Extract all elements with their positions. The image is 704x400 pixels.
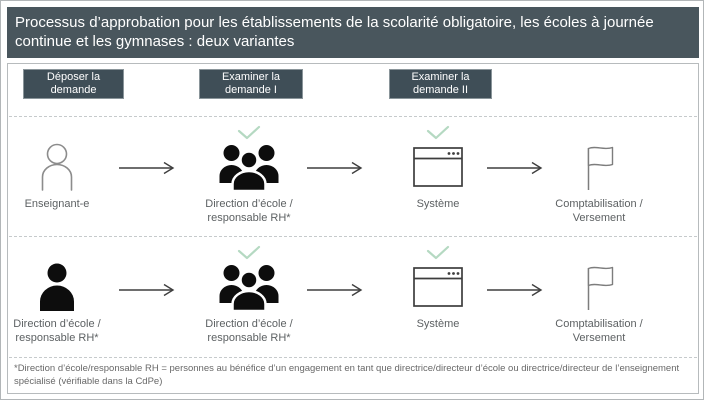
- step-systeme: Système: [373, 125, 503, 211]
- stage-label: Examiner la demande I: [221, 71, 281, 96]
- stage-box-examiner-2: Examiner la demande II: [389, 69, 492, 99]
- step-label: Enseignant-e: [24, 198, 90, 210]
- approved-check-icon: [426, 245, 450, 260]
- footnote: *Direction d’école/responsable RH = pers…: [14, 363, 680, 387]
- system-window-icon: [413, 267, 463, 307]
- step-label: Direction d’école / responsable RH*: [205, 318, 293, 344]
- dashed-separator: [9, 357, 697, 358]
- person-solid-icon: [40, 263, 74, 311]
- step-label: Comptabilisation / Versement: [555, 318, 643, 344]
- flow-arrow: [119, 283, 181, 297]
- person-outline-icon: [41, 143, 73, 191]
- diagram-area: [7, 63, 699, 394]
- title-bar: Processus d’approbation pour les établis…: [7, 7, 699, 58]
- system-window-icon: [413, 147, 463, 187]
- step-direction-ecole-examen: Direction d’école / responsable RH*: [184, 125, 314, 225]
- stage-box-deposer: Déposer la demande: [23, 69, 124, 99]
- step-enseignant: Enseignant-e: [1, 125, 122, 211]
- step-label: Comptabilisation / Versement: [555, 198, 643, 224]
- people-group-icon: [219, 145, 279, 191]
- flow-arrow: [307, 283, 369, 297]
- step-label: Direction d’école / responsable RH*: [13, 318, 101, 344]
- step-comptabilisation: Comptabilisation / Versement: [534, 125, 664, 225]
- approved-check-icon: [237, 245, 261, 260]
- flow-arrow: [487, 283, 549, 297]
- approved-check-icon: [426, 125, 450, 140]
- step-direction-ecole-demandeur: Direction d’école / responsable RH*: [1, 245, 122, 345]
- flag-icon: [587, 146, 614, 190]
- stage-box-examiner-1: Examiner la demande I: [199, 69, 303, 99]
- stage-label: Déposer la demande: [46, 71, 101, 96]
- dashed-separator: [9, 236, 697, 237]
- step-label: Direction d’école / responsable RH*: [205, 198, 293, 224]
- step-comptabilisation: Comptabilisation / Versement: [534, 245, 664, 345]
- approved-check-icon: [237, 125, 261, 140]
- stage-label: Examiner la demande II: [411, 71, 470, 96]
- page-title: Processus d’approbation pour les établis…: [15, 14, 654, 50]
- people-group-icon: [219, 265, 279, 311]
- dashed-separator: [9, 116, 697, 117]
- step-label: Système: [416, 318, 460, 330]
- flag-icon: [587, 266, 614, 310]
- flow-arrow: [307, 161, 369, 175]
- step-systeme: Système: [373, 245, 503, 331]
- flow-arrow: [487, 161, 549, 175]
- step-label: Système: [416, 198, 460, 210]
- flow-arrow: [119, 161, 181, 175]
- step-direction-ecole-examen: Direction d’école / responsable RH*: [184, 245, 314, 345]
